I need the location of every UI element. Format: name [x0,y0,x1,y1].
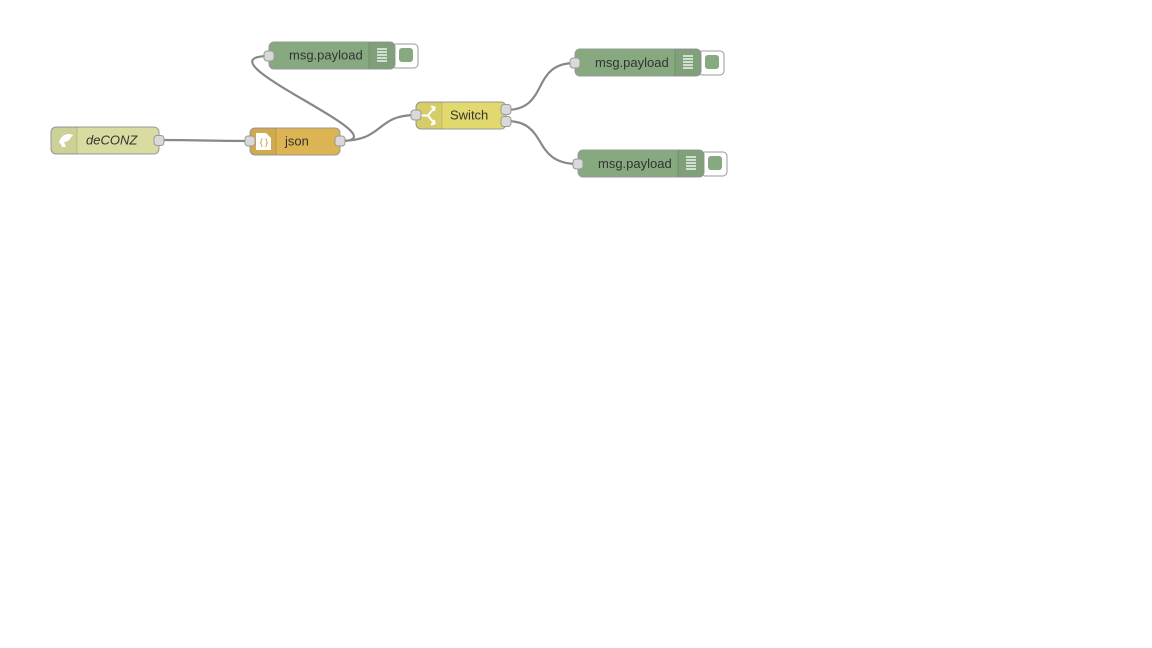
node-debug-top-label: msg.payload [289,48,363,63]
node-json[interactable]: {} json [244,127,346,156]
debug-list-icon [683,55,693,69]
node-deconz-label: deCONZ [86,133,138,148]
node-debug-top-input-port[interactable] [263,50,275,62]
node-debug-right-bottom[interactable]: msg.payload [572,149,728,178]
wire-json-to-switch[interactable] [339,113,417,143]
node-switch-output-port-2[interactable] [500,116,512,127]
node-json-output-port[interactable] [334,135,346,147]
node-debug-right-top-label: msg.payload [595,55,669,70]
node-debug-right-bottom-input-port[interactable] [572,158,584,170]
wire-switch-to-debug-right-bottom[interactable] [505,119,579,166]
debug-right-bottom-toggle-button[interactable] [708,156,722,170]
wire-json-to-debug-top[interactable] [251,54,356,143]
json-braces-icon: {} [256,133,271,150]
node-debug-right-top[interactable]: msg.payload [569,48,725,77]
node-debug-right-top-input-port[interactable] [569,57,581,69]
node-switch-output-port-1[interactable] [500,104,512,115]
node-deconz[interactable]: deCONZ [50,126,165,155]
node-switch[interactable]: Switch [410,101,512,130]
node-json-label: json [284,134,309,149]
svg-text:{}: {} [259,139,270,149]
wire-deconz-to-json[interactable] [158,138,251,143]
debug-right-top-toggle-button[interactable] [705,55,719,69]
wires [158,54,579,166]
debug-list-icon [377,48,387,62]
node-deconz-output-port[interactable] [153,135,165,146]
debug-top-toggle-button[interactable] [399,48,413,62]
node-switch-input-port[interactable] [410,109,422,121]
node-debug-right-bottom-label: msg.payload [598,156,672,171]
deconz-bird-icon [59,134,73,147]
node-switch-label: Switch [450,108,488,123]
node-json-input-port[interactable] [244,135,256,147]
node-debug-top[interactable]: msg.payload [263,41,419,70]
wire-switch-to-debug-right-top[interactable] [505,61,576,112]
debug-list-icon [686,156,696,170]
